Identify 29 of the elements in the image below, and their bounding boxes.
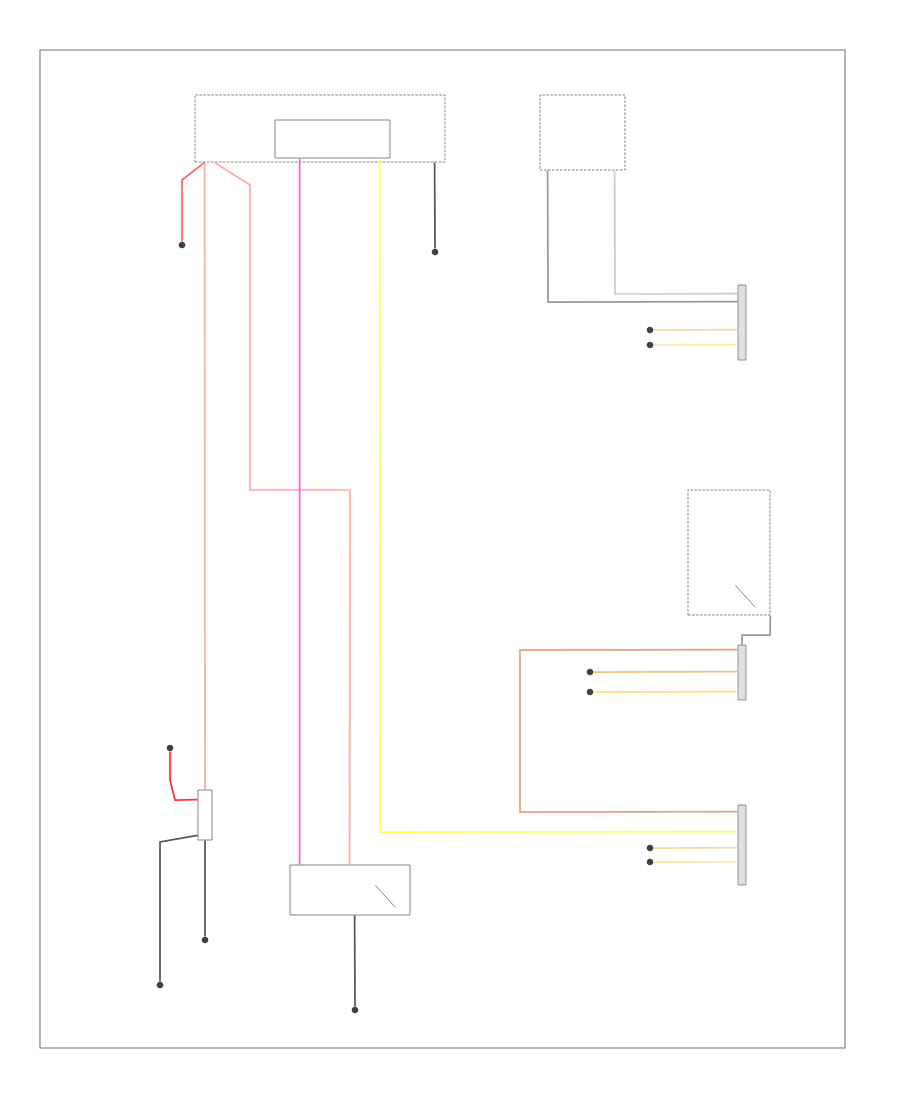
wire — [592, 670, 739, 673]
component-box — [687, 489, 771, 616]
wire — [546, 169, 739, 303]
wire — [203, 161, 206, 791]
component-box — [274, 119, 391, 159]
wire — [433, 161, 436, 250]
connector-block — [737, 804, 747, 886]
component-box — [289, 864, 411, 916]
wire — [652, 328, 739, 331]
wire — [204, 839, 206, 938]
wire — [353, 914, 356, 1008]
component-box — [197, 789, 213, 841]
wire — [519, 648, 739, 813]
wire — [741, 614, 772, 646]
wire — [652, 860, 739, 863]
component-box — [539, 94, 626, 171]
wire — [213, 161, 351, 866]
component-box — [194, 94, 446, 163]
wire — [181, 161, 206, 243]
wire — [592, 690, 739, 693]
wire — [378, 157, 739, 833]
wire — [652, 343, 739, 346]
wire — [169, 750, 199, 801]
wire — [652, 846, 739, 849]
connector-block — [737, 284, 747, 361]
wire — [159, 834, 199, 983]
wire — [298, 157, 301, 866]
wire — [613, 169, 739, 295]
connector-block — [737, 644, 747, 701]
